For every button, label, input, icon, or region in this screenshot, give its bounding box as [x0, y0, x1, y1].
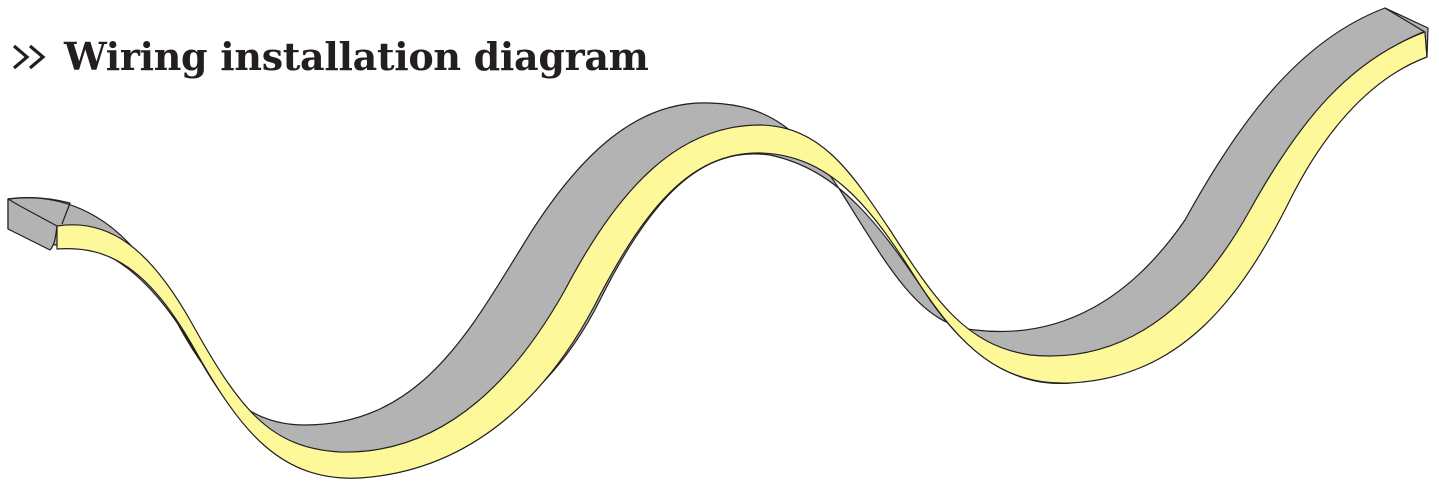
double-chevron-right-icon	[12, 44, 46, 70]
strip-top-edge	[7, 197, 71, 225]
page-title: Wiring installation diagram	[64, 34, 649, 79]
section-header: Wiring installation diagram	[10, 38, 649, 76]
strip-left-end	[7, 198, 58, 251]
strip-face	[56, 31, 1428, 479]
strip-side	[7, 7, 1429, 472]
strip-right-end	[1384, 7, 1429, 58]
